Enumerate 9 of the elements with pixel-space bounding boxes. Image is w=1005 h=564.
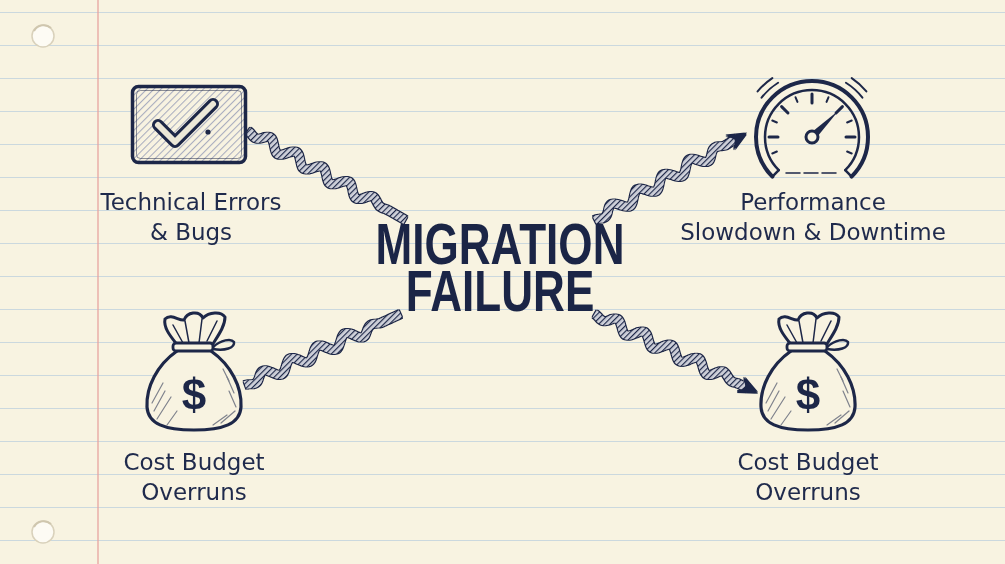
topic-text: MIGRATION FAILURE (375, 220, 625, 314)
dollar-sign: $ (181, 373, 207, 417)
caption-text: Cost Budget Overruns (123, 448, 265, 507)
wavy-line (242, 310, 403, 389)
caption-text: Cost Budget Overruns (737, 448, 879, 507)
caption-text: Performance Slowdown & Downtime (680, 188, 946, 247)
dollar-sign: $ (795, 373, 821, 417)
checkmark-card-icon (130, 84, 248, 165)
caption-text: Technical Errors & Bugs (100, 188, 282, 247)
